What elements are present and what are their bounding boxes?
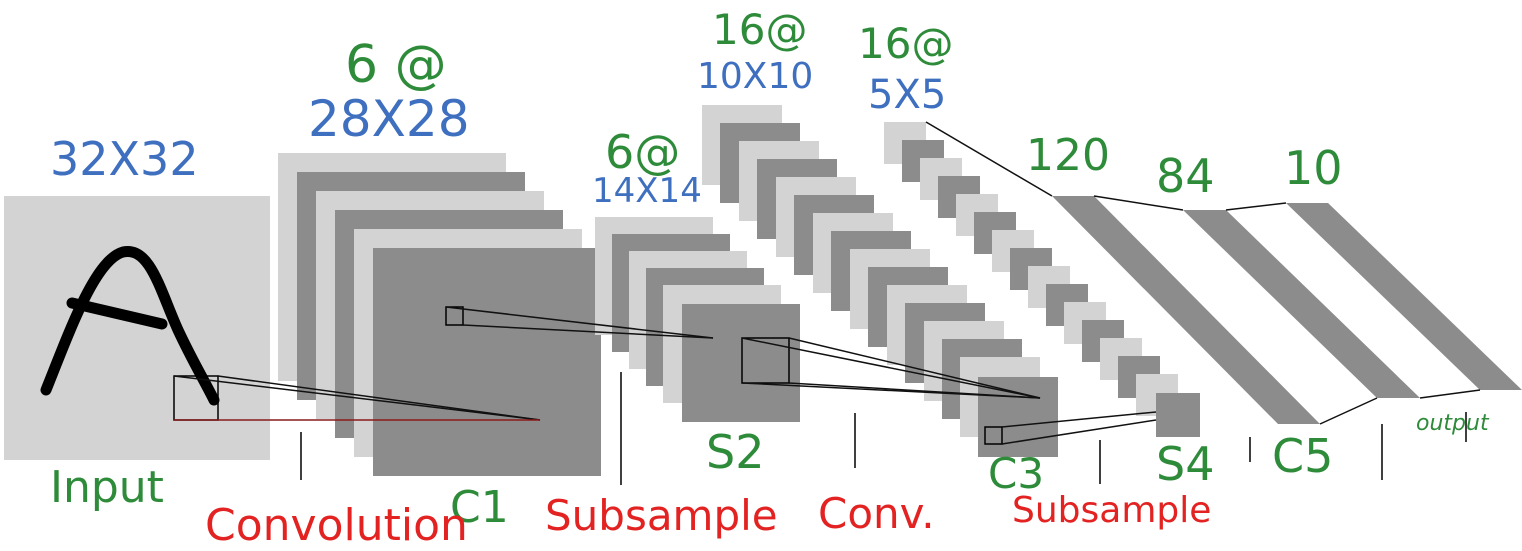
s2-receptive-field <box>741 337 790 384</box>
c1-layer <box>278 153 601 476</box>
s2-map-6 <box>682 304 800 422</box>
f6-to-output-line-top <box>1225 202 1287 211</box>
output-units-label: 10 <box>1284 141 1343 195</box>
c1-size-label: 28X28 <box>308 90 470 148</box>
input-to-c1-line-mid <box>217 375 541 421</box>
f6-units-bar <box>1183 210 1420 398</box>
input-layer <box>4 196 270 460</box>
c3-to-s4-line-bottom <box>1001 419 1157 445</box>
fc-layers <box>1052 196 1522 424</box>
s4-layer <box>884 122 1200 437</box>
input-name-label: Input <box>50 462 164 513</box>
s2-size-label: 14X14 <box>592 171 702 211</box>
s2-to-c3-line-4 <box>788 382 1041 399</box>
input-to-c1-line-top <box>173 375 541 421</box>
c3-name-label: C3 <box>988 449 1044 498</box>
s4-size-label: 5X5 <box>868 72 946 118</box>
c1-map-6 <box>373 248 601 476</box>
s2-layer <box>595 217 800 422</box>
c5-name-label: C5 <box>1272 429 1333 483</box>
c3-size-label: 10X10 <box>697 56 813 97</box>
c3-count-label: 16@ <box>712 5 807 54</box>
f6-to-output-line-bottom <box>1419 389 1481 399</box>
operation-label-subsample-2: Subsample <box>1012 490 1211 531</box>
f6-units-label: 84 <box>1156 149 1215 203</box>
operation-label-subsample-1: Subsample <box>545 491 778 540</box>
c5-units-label: 120 <box>1026 130 1110 181</box>
output-name-label: output <box>1416 411 1490 436</box>
s2-count-label: 6@ <box>605 125 680 179</box>
s4-map-16 <box>1156 393 1200 437</box>
c1-name-label: C1 <box>450 482 509 533</box>
c1-to-s2-line-top <box>445 306 714 339</box>
connection-lines <box>173 121 1481 445</box>
c5-units-bar <box>1052 196 1320 424</box>
c3-map-16 <box>978 377 1058 457</box>
letter-a-glyph <box>40 246 220 406</box>
input-size-label: 32X32 <box>50 132 199 186</box>
operation-label-convolution: Convolution <box>205 500 468 551</box>
s2-name-label: S2 <box>706 425 764 479</box>
c5-to-f6-line-top <box>1093 195 1184 211</box>
c1-receptive-field <box>445 306 464 326</box>
output-units-bar <box>1286 203 1522 390</box>
c5-to-f6-line-bottom <box>1319 397 1378 425</box>
s4-to-c5-line-top <box>925 121 1053 197</box>
c3-receptive-field <box>984 426 1003 445</box>
c1-to-s2-line-bottom <box>462 324 714 339</box>
s2-to-c3-line-2 <box>788 337 1041 399</box>
s4-count-label: 16@ <box>858 19 953 68</box>
c3-to-s4-line-top <box>1001 411 1157 428</box>
separator-ticks <box>300 372 1467 485</box>
s2-to-c3-line-1 <box>741 337 1041 399</box>
operation-label-conv: Conv. <box>818 489 935 538</box>
s4-name-label: S4 <box>1156 437 1214 491</box>
c1-count-label: 6 @ <box>345 35 447 95</box>
input-map <box>4 196 270 460</box>
